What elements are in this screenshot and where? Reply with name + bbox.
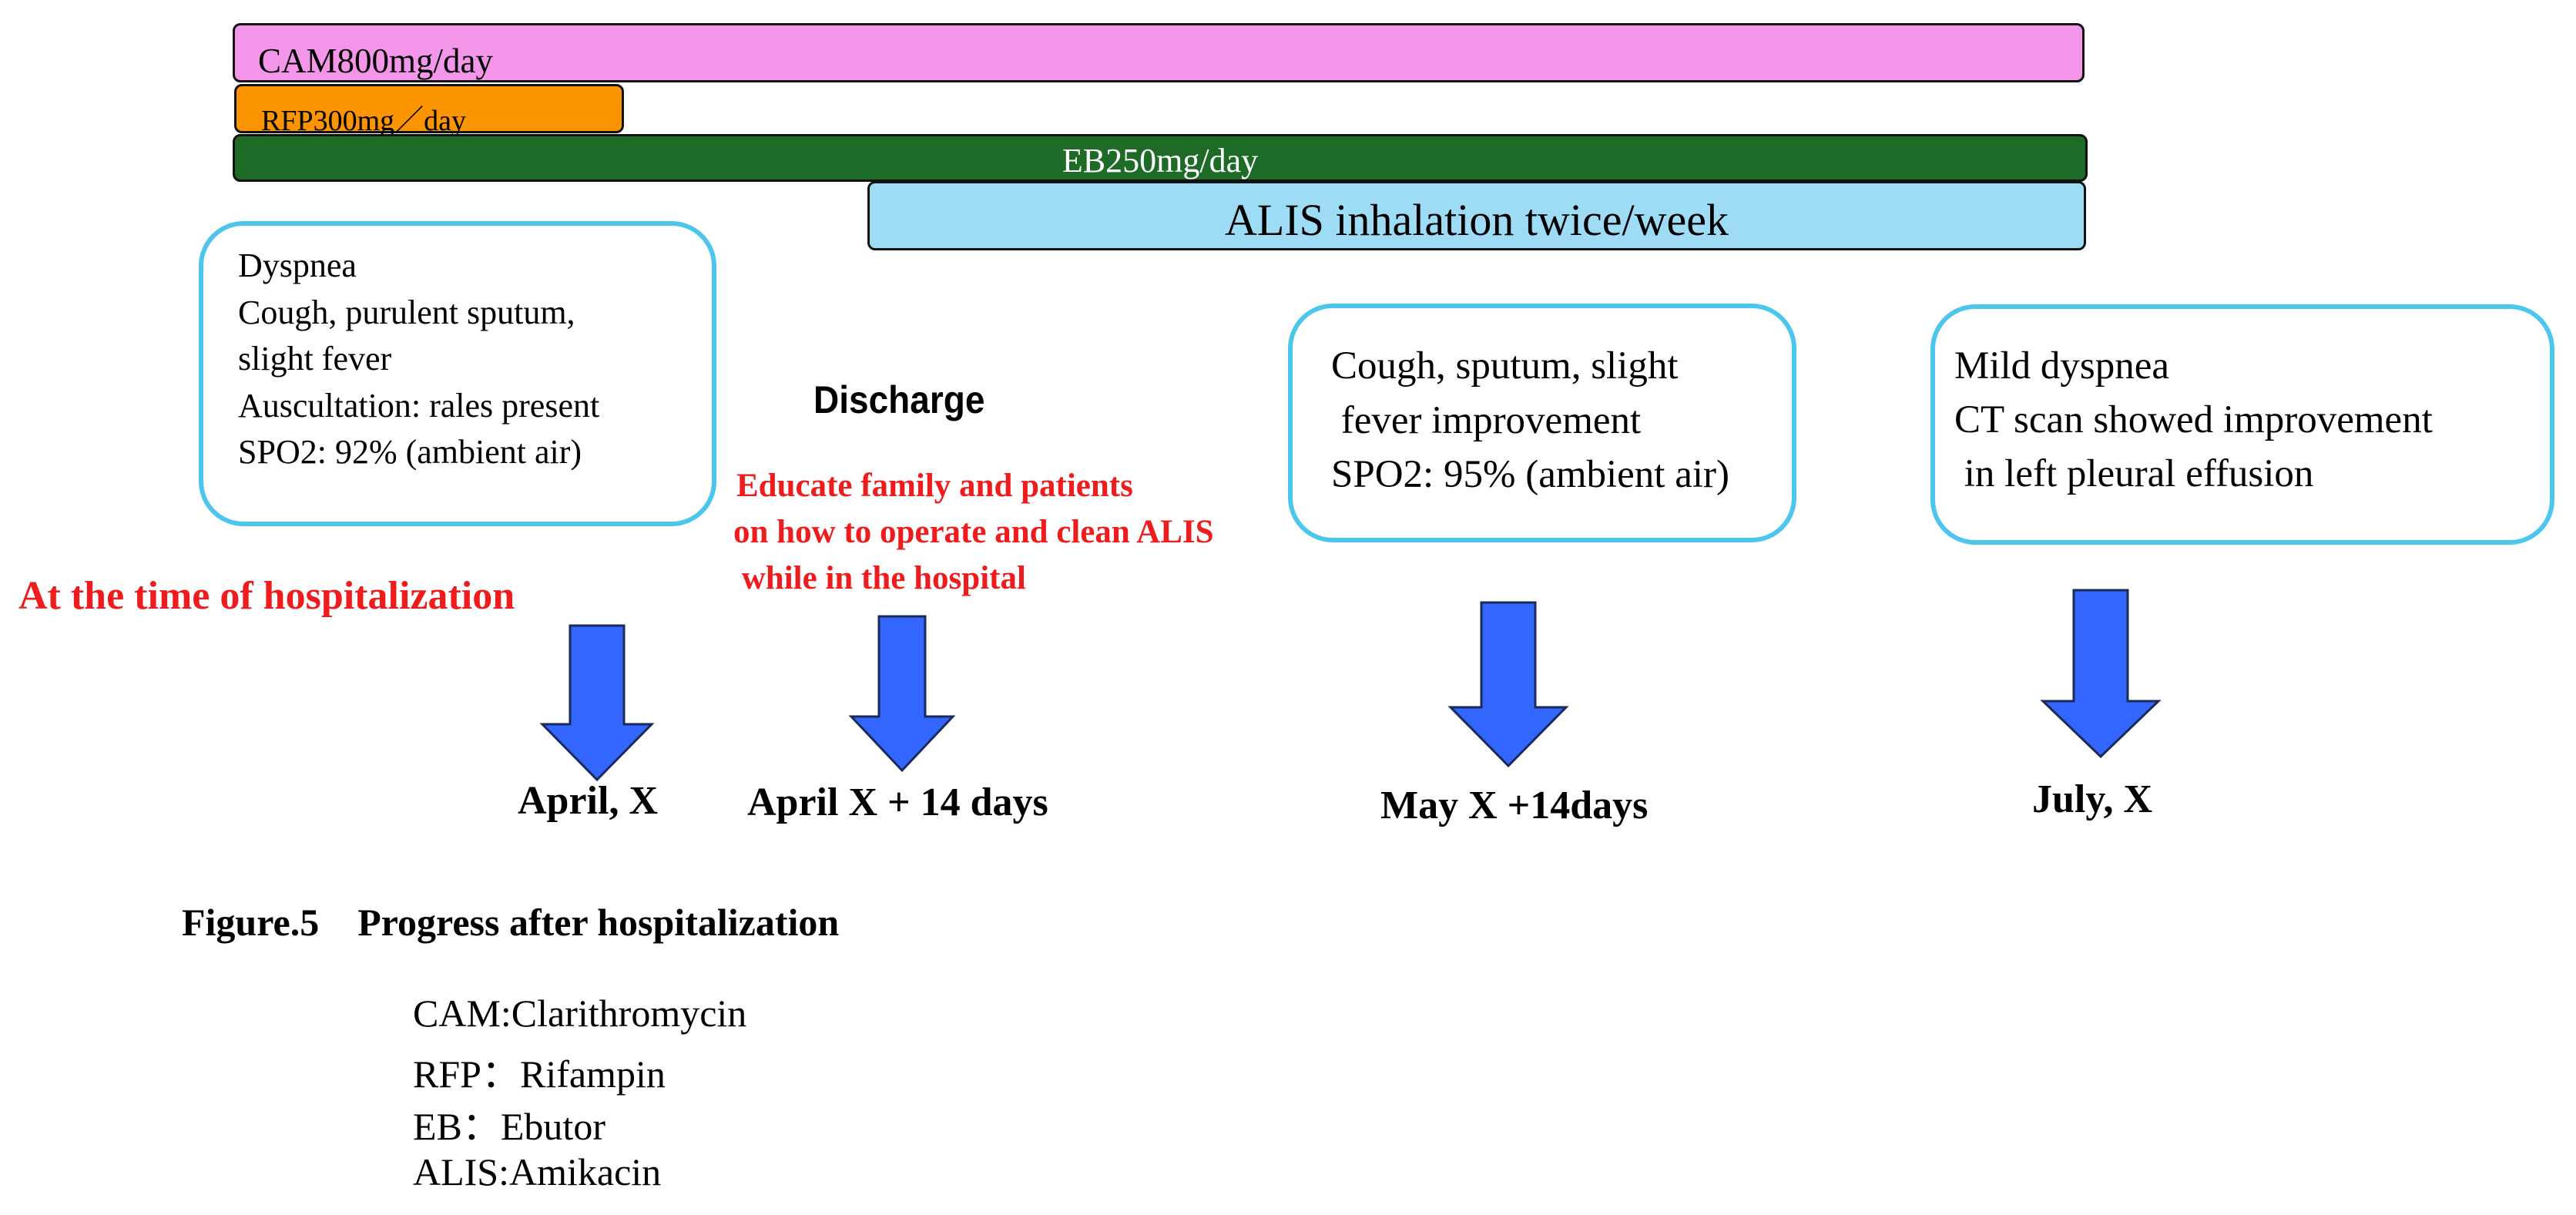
july-line-2: CT scan showed improvement (1954, 398, 2433, 441)
date-april-x-plus-14: April X + 14 days (747, 780, 1048, 824)
july-line-1: Mild dyspnea (1954, 344, 2170, 388)
cam-drug-bar: CAM800mg/day (233, 23, 2085, 82)
arrow-down-icon (539, 624, 655, 782)
rfp-drug-label: RFP300mg／day (261, 105, 467, 135)
admission-line-4: Auscultation: rales present (238, 387, 600, 425)
arrow-down-icon (1447, 601, 1569, 768)
admission-line-1: Dyspnea (238, 247, 357, 284)
education-note-line-1: Educate family and patients (736, 468, 1133, 504)
eb-drug-label: EB250mg/day (1062, 142, 1259, 180)
may-line-1: Cough, sputum, slight (1331, 344, 1679, 388)
legend-cam: CAM:Clarithromycin (413, 992, 747, 1035)
eb-drug-bar: EB250mg/day (233, 134, 2088, 182)
education-note-line-3: while in the hospital (733, 560, 1026, 596)
admission-line-3: slight fever (238, 340, 392, 378)
figure-caption: Figure.5 Progress after hospitalization (182, 901, 840, 944)
admission-line-2: Cough, purulent sputum, (238, 294, 575, 331)
alis-drug-bar: ALIS inhalation twice/week (867, 181, 2086, 250)
legend-rfp: RFP：Rifampin (413, 1052, 666, 1096)
education-note-line-2: on how to operate and clean ALIS (733, 514, 1214, 550)
date-may-x-plus-14: May X +14days (1380, 784, 1649, 827)
discharge-label: Discharge (813, 378, 985, 421)
date-july-x: July, X (2032, 777, 2153, 821)
alis-drug-label: ALIS inhalation twice/week (1225, 195, 1729, 245)
hospitalization-label: At the time of hospitalization (18, 574, 515, 618)
legend-alis: ALIS:Amikacin (413, 1150, 662, 1193)
july-line-3: in left pleural effusion (1954, 452, 2314, 495)
may-line-2: fever improvement (1331, 399, 1642, 442)
admission-line-5: SPO2: 92% (ambient air) (238, 433, 582, 471)
arrow-down-icon (848, 615, 956, 773)
cam-drug-label: CAM800mg/day (258, 42, 494, 80)
date-april-x: April, X (518, 779, 658, 823)
may-status-box: Cough, sputum, slight fever improvement … (1288, 304, 1796, 542)
admission-status-box: Dyspnea Cough, purulent sputum, slight f… (199, 221, 716, 526)
rfp-drug-bar: RFP300mg／day (234, 84, 624, 135)
july-status-box: Mild dyspnea CT scan showed improvement … (1930, 304, 2554, 545)
arrow-down-icon (2040, 589, 2162, 759)
legend-eb: EB：Ebutor (413, 1105, 605, 1148)
may-line-3: SPO2: 95% (ambient air) (1331, 453, 1729, 496)
